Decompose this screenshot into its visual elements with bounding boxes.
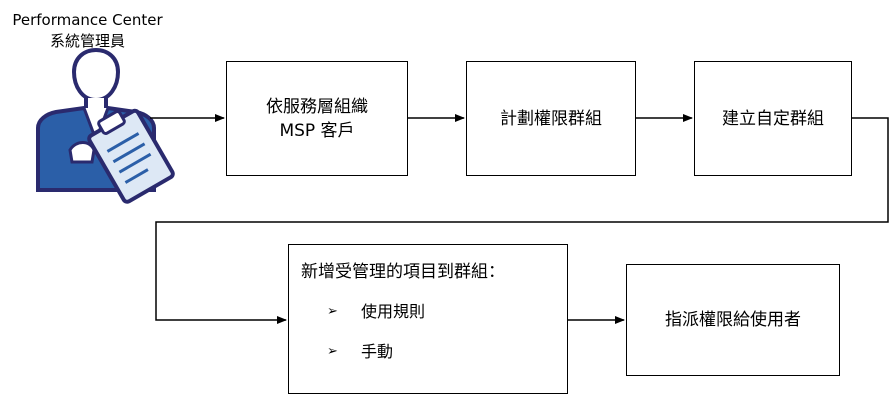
step-box-5: 指派權限給使用者 xyxy=(626,264,840,376)
arrowhead-bullet-icon: ➢ xyxy=(327,304,338,319)
actor-title: Performance Center xyxy=(12,11,163,29)
step1-line2: MSP 客戶 xyxy=(279,120,355,141)
connector-step3-to-step4 xyxy=(155,117,889,324)
step4-bullet-rule: ➢ 使用規則 xyxy=(327,300,567,324)
step1-line1: 依服務層組織 xyxy=(266,96,368,117)
step2-label: 計劃權限群組 xyxy=(500,108,602,129)
step4-title: 新增受管理的項目到群組： xyxy=(301,262,505,282)
step-box-3: 建立自定群組 xyxy=(694,61,852,176)
step4-bullet-label: 手動 xyxy=(361,342,394,361)
step-box-4: 新增受管理的項目到群組： ➢ 使用規則 ➢ 手動 xyxy=(288,244,568,394)
step4-bullet-manual: ➢ 手動 xyxy=(327,340,567,364)
step-box-1: 依服務層組織 MSP 客戶 xyxy=(226,61,408,176)
step5-label: 指派權限給使用者 xyxy=(665,310,801,330)
admin-clipboard-icon xyxy=(36,47,175,204)
step-box-2: 計劃權限群組 xyxy=(466,61,636,176)
step3-label: 建立自定群組 xyxy=(722,108,824,129)
arrowhead-bullet-icon: ➢ xyxy=(327,344,338,359)
actor-label: Performance Center 系統管理員 xyxy=(0,10,175,52)
actor-role: 系統管理員 xyxy=(49,32,125,50)
step4-bullet-label: 使用規則 xyxy=(361,302,426,321)
